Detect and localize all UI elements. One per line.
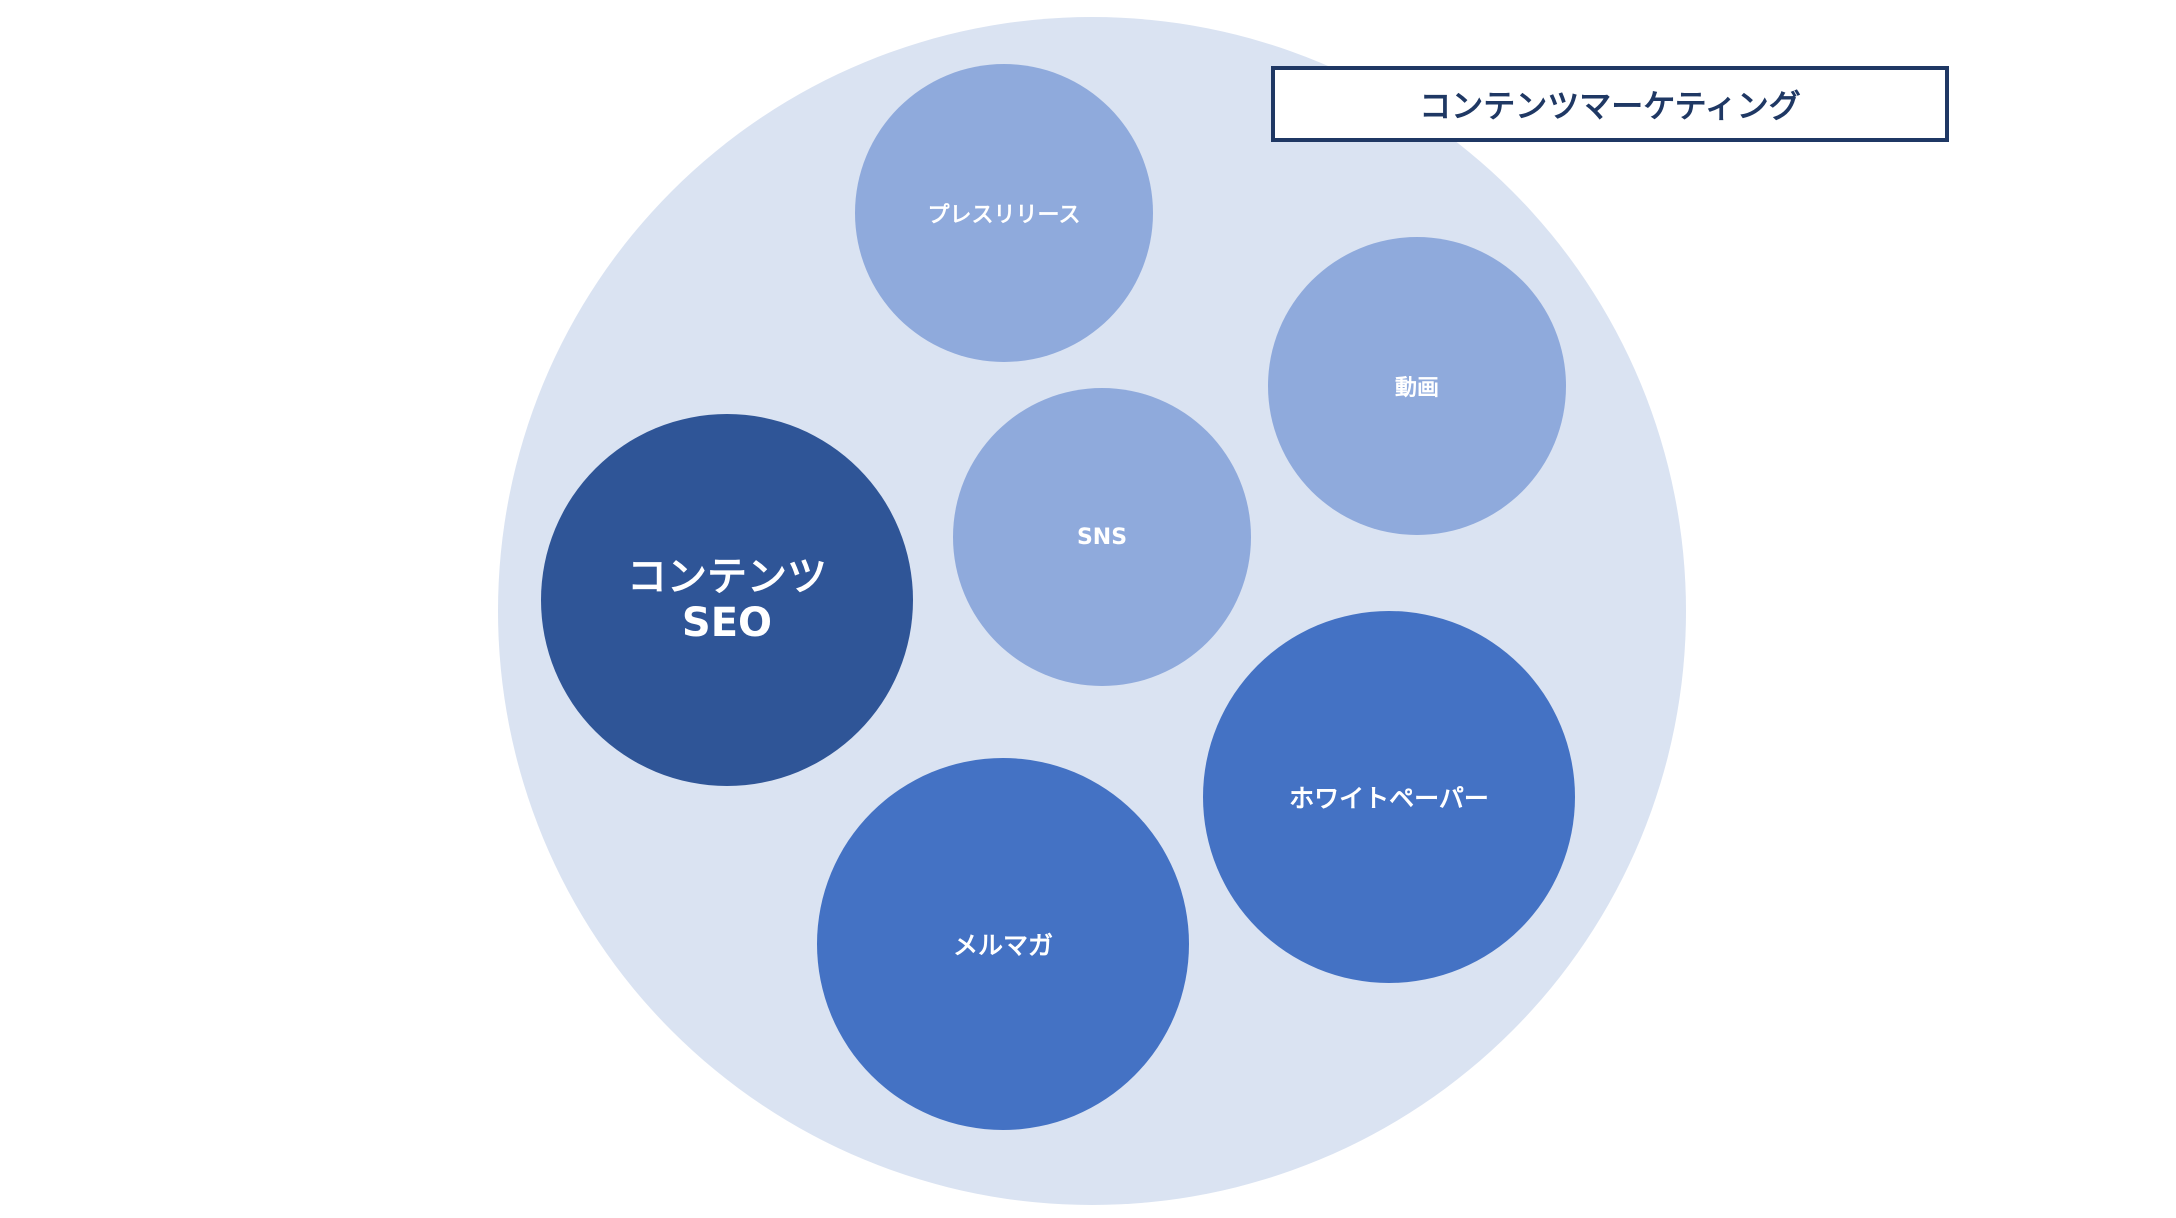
circle-whitepaper: ホワイトペーパー bbox=[1203, 611, 1575, 983]
circle-press-release: プレスリリース bbox=[855, 64, 1153, 362]
circle-video: 動画 bbox=[1268, 237, 1566, 535]
label-press-release: プレスリリース bbox=[927, 203, 1081, 228]
label-content-seo-line1: コンテンツ bbox=[627, 554, 827, 600]
label-sns: SNS bbox=[1076, 524, 1128, 550]
label-video: 動画 bbox=[1394, 376, 1439, 401]
circle-mailmagazine: メルマガ bbox=[817, 758, 1189, 1130]
label-mailmagazine: メルマガ bbox=[952, 931, 1053, 960]
label-whitepaper: ホワイトペーパー bbox=[1289, 784, 1489, 813]
diagram-title: コンテンツマーケティング bbox=[1271, 66, 1949, 142]
label-content-seo-line2: SEO bbox=[681, 600, 773, 646]
circle-sns: SNS bbox=[953, 388, 1251, 686]
